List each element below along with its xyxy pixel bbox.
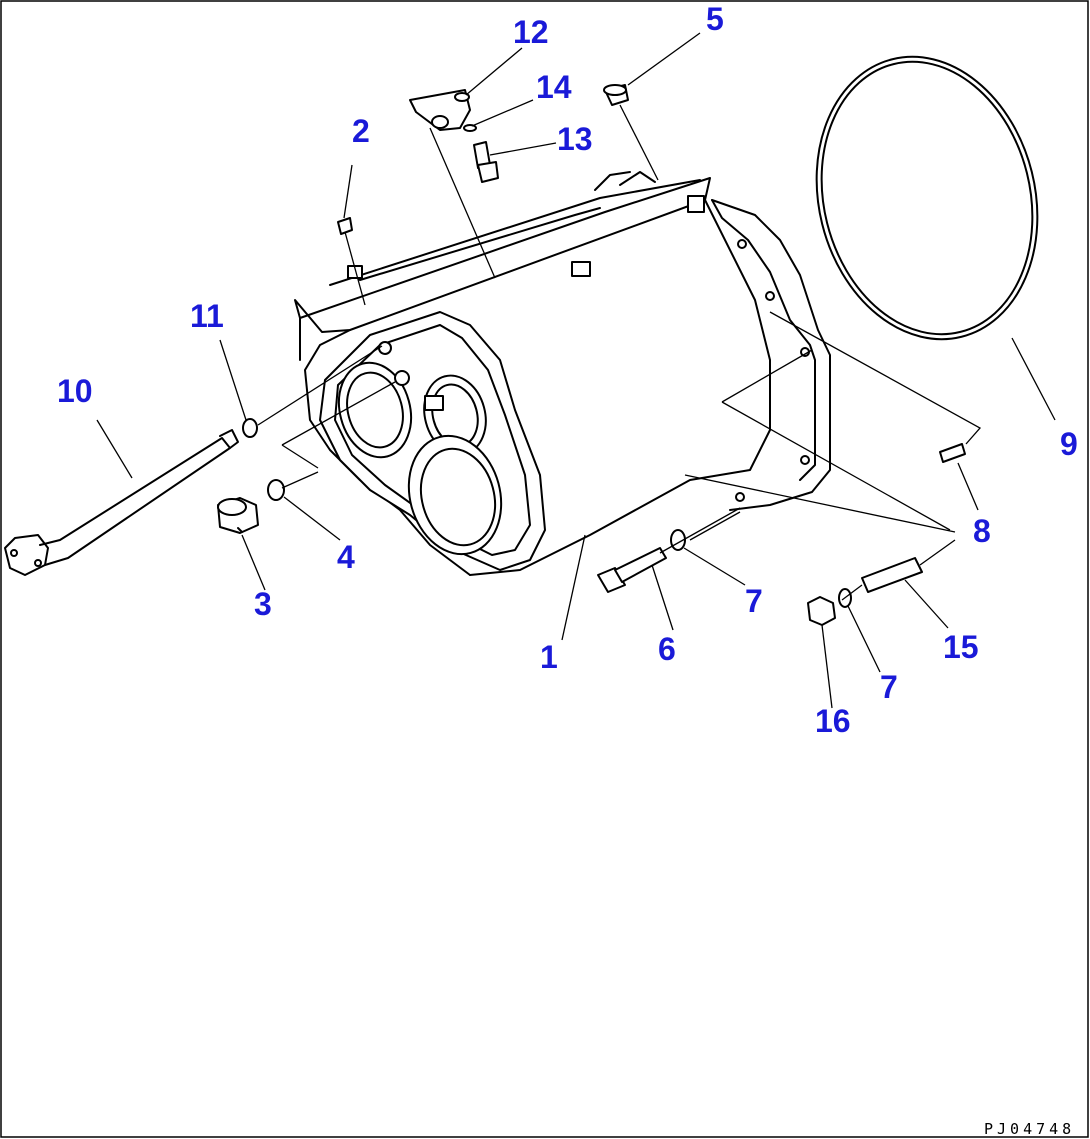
bolt-part-13	[473, 141, 499, 183]
callout-11: 11	[190, 298, 224, 334]
drain-plug-part-3	[217, 497, 259, 534]
callout-7b: 7	[880, 669, 898, 705]
callout-12: 12	[513, 14, 549, 50]
dowel-pin-part-8	[939, 443, 966, 463]
callouts: 1 2 3 4 5 6 7 7 8 9 10 11 12 13 14 15 16	[57, 1, 1078, 739]
suction-pipe-part-10	[4, 429, 239, 576]
drawing-code: PJ04748	[984, 1120, 1075, 1138]
callout-10: 10	[57, 373, 93, 409]
transmission-case-part	[294, 171, 831, 576]
callout-9: 9	[1060, 426, 1078, 462]
callout-6: 6	[658, 631, 676, 667]
plug-part-5	[603, 84, 659, 181]
cover-part-12	[409, 89, 496, 279]
plug-part-2	[337, 217, 366, 306]
o-ring-part-11	[242, 418, 258, 438]
gasket-part-9	[815, 55, 1039, 341]
callout-1: 1	[540, 639, 558, 675]
o-ring-part-4	[267, 479, 285, 501]
assembly-lines	[257, 311, 982, 601]
washer-part-14	[463, 124, 477, 132]
callout-14: 14	[536, 69, 572, 105]
callout-8: 8	[973, 513, 991, 549]
callout-5: 5	[706, 1, 724, 37]
callout-7a: 7	[745, 583, 763, 619]
callout-15: 15	[943, 629, 979, 665]
callout-2: 2	[352, 113, 370, 149]
nut-part-16	[807, 596, 836, 626]
callout-leaders	[96, 32, 1056, 709]
stud-part-15	[861, 557, 923, 593]
callout-4: 4	[337, 539, 355, 575]
callout-3: 3	[254, 586, 272, 622]
callout-16: 16	[815, 703, 851, 739]
callout-13: 13	[557, 121, 593, 157]
bolt-part-6	[597, 547, 667, 593]
